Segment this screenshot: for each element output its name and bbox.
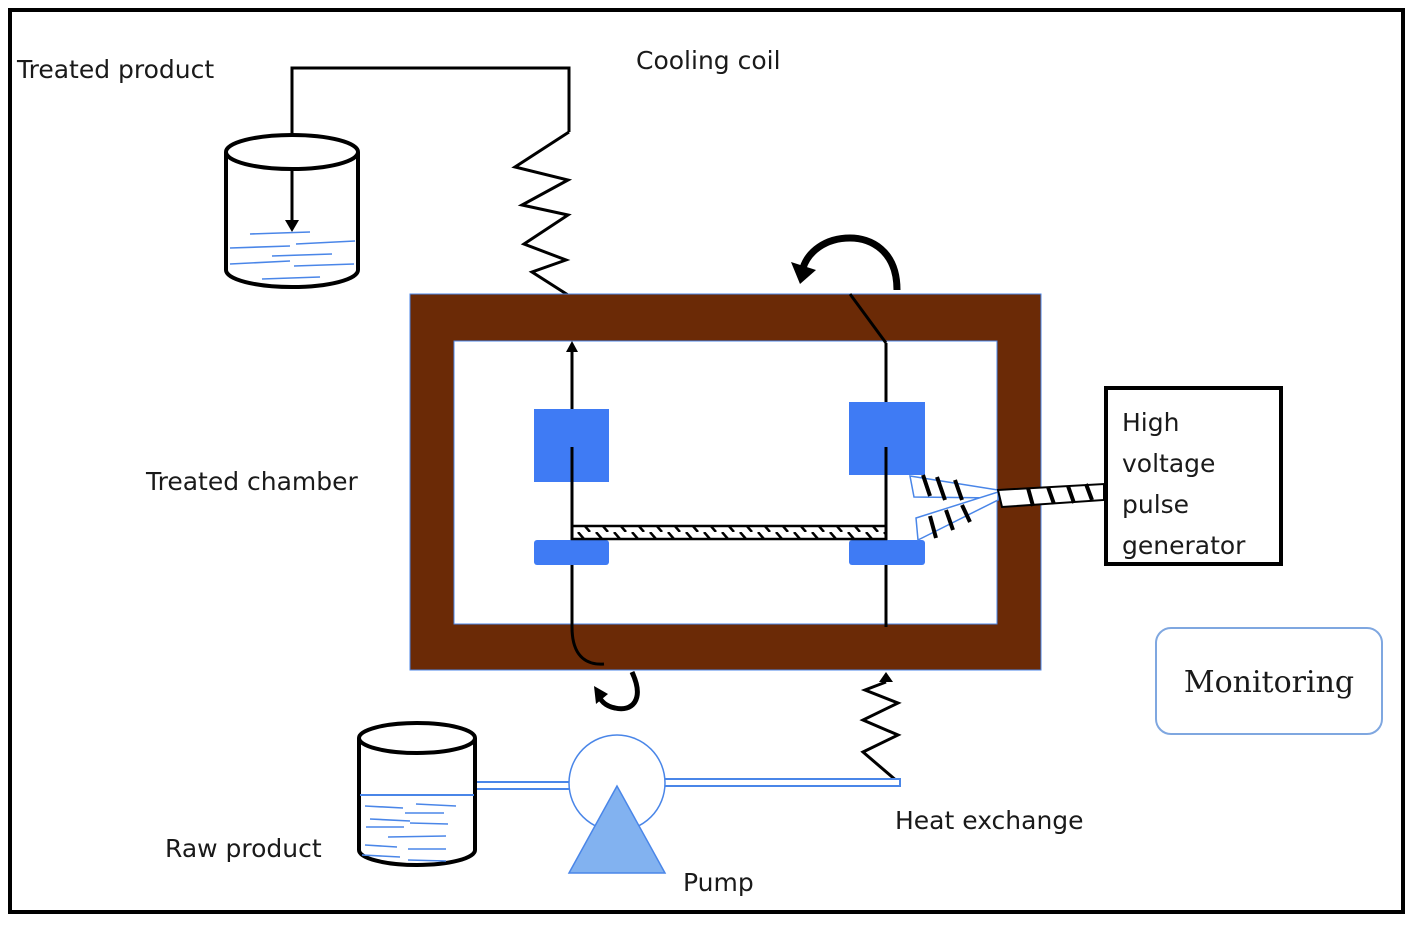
heat-exchange-coil <box>859 672 902 784</box>
treated-product-beaker <box>224 133 360 289</box>
electrode-leads <box>570 447 888 540</box>
generator-label-line: voltage <box>1122 449 1216 478</box>
label-raw-product: Raw product <box>165 834 322 863</box>
treatment-chamber <box>409 293 1042 671</box>
raw-liquid <box>361 803 457 862</box>
cooling-coil <box>511 130 573 297</box>
arrow-down-icon <box>285 220 299 232</box>
inlet-pipe <box>475 778 901 790</box>
high-voltage-pulse-generator: High voltage pulse generator <box>1104 386 1283 566</box>
arrow-up-icon <box>566 341 578 352</box>
label-monitoring: Monitoring <box>1183 665 1355 700</box>
treated-liquid <box>229 231 356 280</box>
electrode-bottom-left <box>534 540 609 565</box>
label-treated-product: Treated product <box>17 55 215 84</box>
generator-label-line: pulse <box>1122 490 1190 519</box>
label-pump: Pump <box>683 868 754 897</box>
monitoring-box: Monitoring <box>1155 627 1383 735</box>
pump-triangle-icon <box>567 784 667 874</box>
arrow-up-icon <box>879 672 893 682</box>
generator-cables <box>909 474 1105 542</box>
electrode-bottom-right <box>849 540 925 565</box>
treatment-zone <box>570 524 888 541</box>
label-treated-chamber: Treated chamber <box>146 467 358 496</box>
label-heat-exchange: Heat exchange <box>895 806 1084 835</box>
generator-label-line: generator <box>1122 531 1246 560</box>
raw-product-beaker <box>357 721 477 867</box>
circulation-arrow-bottom <box>594 670 640 712</box>
label-cooling-coil: Cooling coil <box>636 46 781 75</box>
pump <box>567 734 667 874</box>
generator-label-line: High <box>1122 408 1180 437</box>
circulation-arrow-top <box>791 234 901 291</box>
